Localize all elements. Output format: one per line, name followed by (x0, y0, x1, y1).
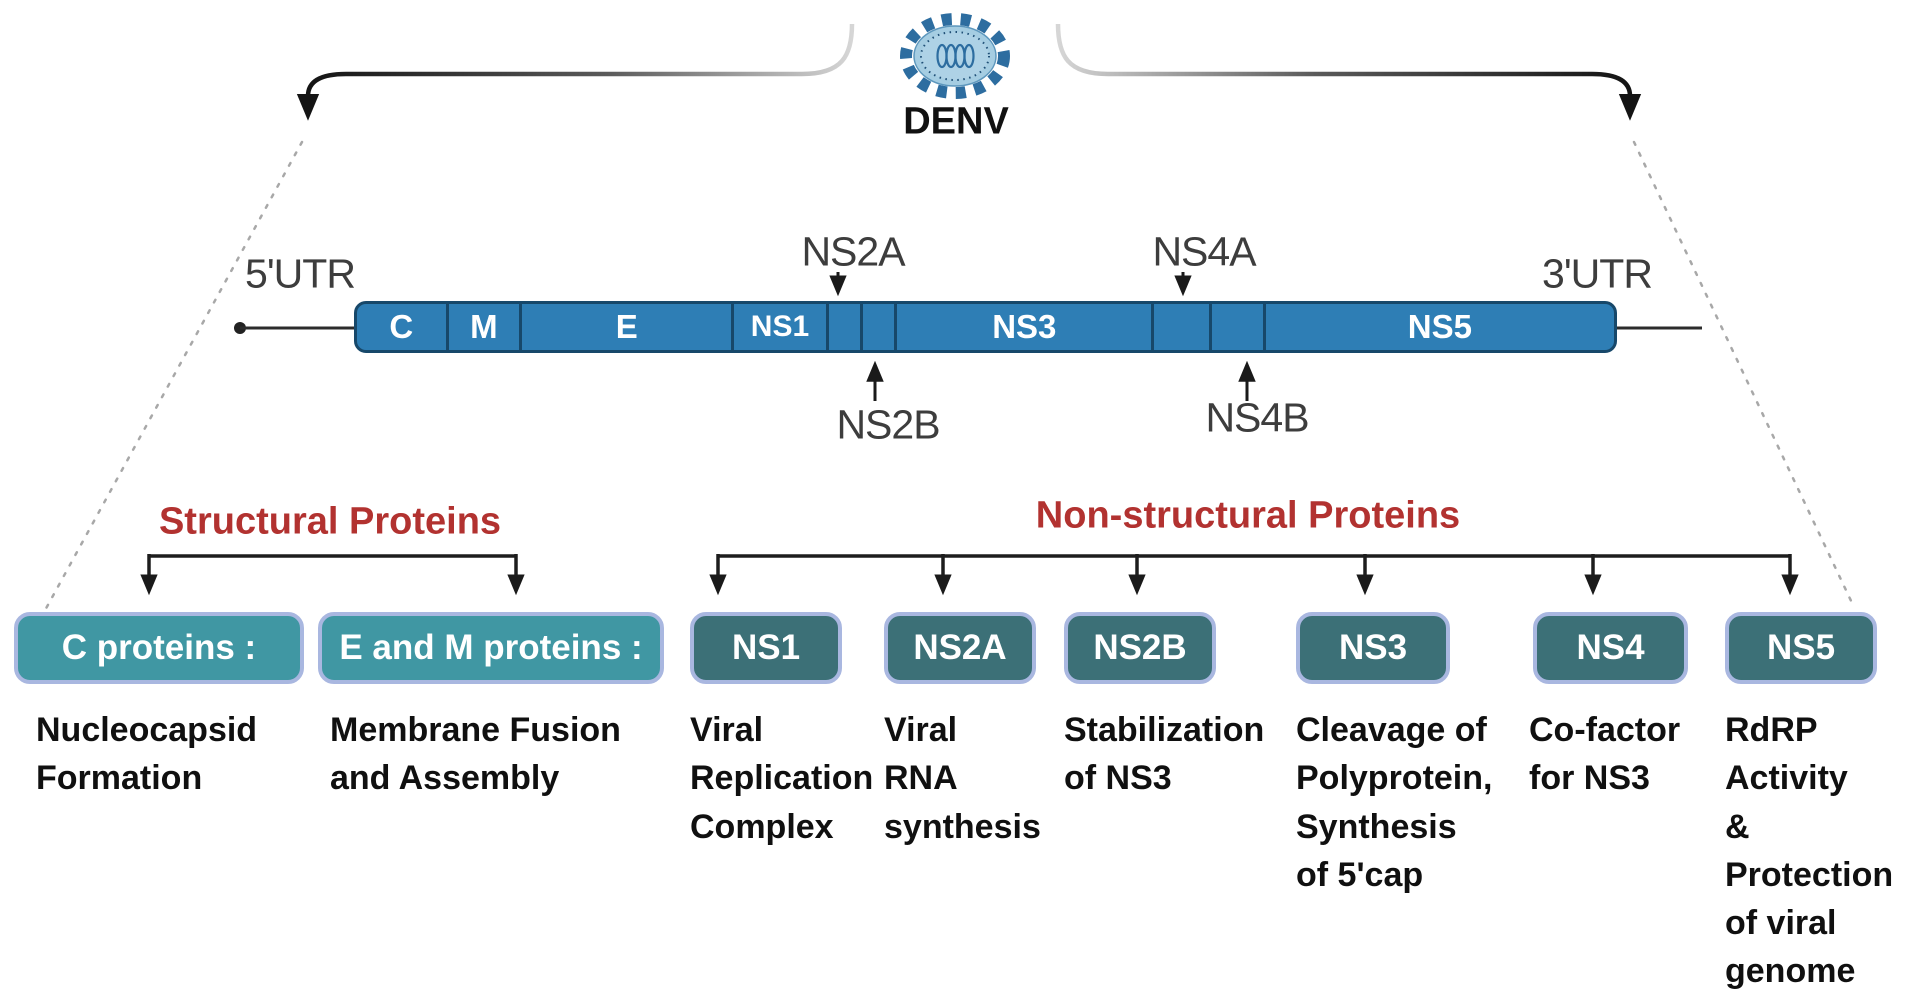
virus-right-bracket (1055, 23, 1642, 121)
left-dashed-guide (30, 140, 304, 636)
nonstructural-bracket (709, 554, 1799, 596)
ns4-box: NS4 (1533, 612, 1688, 684)
ns2a-description: Viral RNA synthesis (884, 711, 1041, 846)
e-m-proteins-box: E and M proteins : (318, 612, 664, 684)
genome-segment-ns5: NS5 (1407, 308, 1472, 345)
genome-segment-e: E (522, 304, 735, 350)
card-ns5: NS5 RdRP Activity & Protection of viral … (1725, 612, 1893, 996)
genome-segment-ns3: NS3 (897, 304, 1155, 350)
ns2a-box: NS2A (884, 612, 1036, 684)
card-ns4: NS4 Co-factor for NS3 (1529, 612, 1688, 803)
genome-segment-c: C (357, 304, 449, 350)
card-ns1: NS1 Viral Replication Complex (690, 612, 873, 851)
virus-label: DENV (903, 100, 1009, 143)
c-proteins-box: C proteins : (14, 612, 304, 684)
card-c-proteins: C proteins : Nucleocapsid Formation (14, 612, 304, 803)
genome-segment-ns2b (863, 304, 898, 350)
genome-segment-m: M (449, 304, 523, 350)
right-dashed-guide (1632, 140, 1855, 607)
callout-ns2a: NS2A (801, 228, 905, 275)
genome-bar: C M E NS1 NS3 NS5 (354, 301, 1617, 353)
callout-ns4a: NS4A (1152, 228, 1256, 275)
ns1-description: Viral Replication Complex (690, 711, 874, 846)
ns3-box: NS3 (1296, 612, 1450, 684)
utr5-label: 5'UTR (245, 250, 356, 297)
ns5-description: RdRP Activity & Protection of viral geno… (1725, 711, 1894, 991)
structural-bracket (140, 554, 525, 596)
card-e-m-proteins: E and M proteins : Membrane Fusion and A… (318, 612, 664, 803)
card-ns2b: NS2B Stabilization of NS3 (1064, 612, 1264, 803)
ns4-description: Co-factor for NS3 (1529, 711, 1681, 798)
virus-icon (900, 13, 1010, 99)
virus-genome-coil (936, 43, 975, 69)
nonstructural-proteins-title: Non-structural Proteins (1035, 494, 1461, 537)
ns5-box: NS5 (1725, 612, 1877, 684)
ns2b-description: Stabilization of NS3 (1064, 711, 1265, 798)
genome-segment-ns4b (1212, 304, 1266, 350)
ns1-box: NS1 (690, 612, 842, 684)
virus-left-bracket (296, 23, 855, 121)
callout-ns4b: NS4B (1205, 394, 1309, 441)
e-m-proteins-description: Membrane Fusion and Assembly (330, 711, 621, 798)
utr3-label: 3'UTR (1542, 250, 1653, 297)
card-ns3: NS3 Cleavage of Polyprotein, Synthesis o… (1296, 612, 1492, 899)
ns2b-box: NS2B (1064, 612, 1216, 684)
genome-segment-ns1: NS1 (734, 304, 829, 350)
genome-segment-ns2a (829, 304, 863, 350)
card-ns2a: NS2A Viral RNA synthesis (884, 612, 1041, 851)
structural-proteins-title: Structural Proteins (158, 500, 502, 543)
callout-ns2b: NS2B (836, 401, 940, 448)
c-proteins-description: Nucleocapsid Formation (36, 711, 258, 798)
genome-segment-ns4a (1154, 304, 1212, 350)
ns3-description: Cleavage of Polyprotein, Synthesis of 5'… (1296, 711, 1493, 894)
